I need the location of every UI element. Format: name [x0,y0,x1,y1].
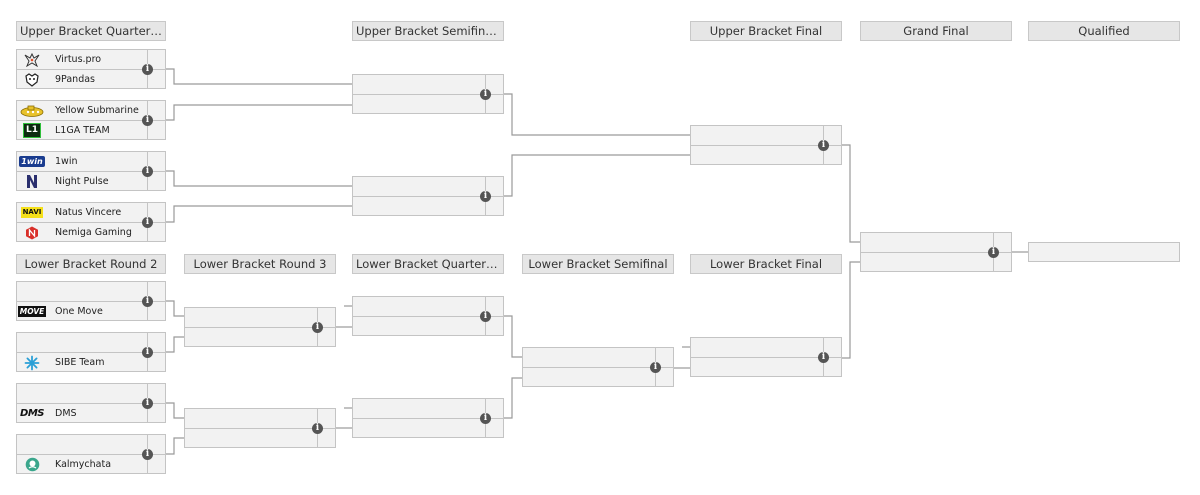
match-info-icon[interactable]: i [818,352,829,363]
match-lbr2-3[interactable]: DMS DMS i [16,383,166,423]
kalmychata-logo-icon [19,455,45,474]
virtus-pro-logo-icon [19,50,45,69]
team-slot[interactable]: L1 L1GA TEAM [17,121,150,140]
team-slot[interactable]: Kalmychata [17,455,150,474]
match-lbr2-4[interactable]: Kalmychata i [16,434,166,474]
team-slot[interactable]: 1win 1win [17,152,150,171]
header-upper-bracket-quarterfinals: Upper Bracket Quarterfin... [16,21,166,41]
team-slot[interactable]: Virtus.pro [17,50,150,69]
team-slot[interactable]: Night Pulse [17,172,150,191]
team-name: Kalmychata [55,459,112,470]
team-slot[interactable]: SIBE Team [17,353,150,372]
header-lower-bracket-semifinal: Lower Bracket Semifinal [522,254,674,274]
match-lbf[interactable]: i [690,337,842,377]
match-info-icon[interactable]: i [142,398,153,409]
team-slot[interactable]: Yellow Submarine [17,101,150,120]
team-name: Virtus.pro [55,54,102,65]
match-ubf[interactable]: i [690,125,842,165]
header-upper-bracket-semifinals: Upper Bracket Semifinals [352,21,504,41]
team-name: 9Pandas [55,74,95,85]
match-info-icon[interactable]: i [988,247,999,258]
match-ubqf-4[interactable]: NAVI Natus Vincere Nemiga Gaming i [16,202,166,242]
match-info-icon[interactable]: i [480,191,491,202]
team-slot[interactable]: MOVE One Move [17,302,150,321]
match-ubqf-2[interactable]: Yellow Submarine L1 L1GA TEAM i [16,100,166,140]
1win-logo-icon: 1win [19,156,45,167]
match-ubsf-2[interactable]: i [352,176,504,216]
match-lbr2-2[interactable]: SIBE Team i [16,332,166,372]
match-info-icon[interactable]: i [480,89,491,100]
header-qualified: Qualified [1028,21,1180,41]
team-slot[interactable]: NAVI Natus Vincere [17,203,150,222]
match-info-icon[interactable]: i [818,140,829,151]
match-lbqf-1[interactable]: i [352,296,504,336]
match-info-icon[interactable]: i [142,64,153,75]
match-lbr3-2[interactable]: i [184,408,336,448]
header-upper-bracket-final: Upper Bracket Final [690,21,842,41]
match-lbr3-1[interactable]: i [184,307,336,347]
natus-vincere-logo-icon: NAVI [20,207,44,218]
team-name: Nemiga Gaming [55,227,132,238]
qualified-slot [1028,242,1180,262]
team-name: Yellow Submarine [55,105,139,116]
match-lbr2-1[interactable]: MOVE One Move i [16,281,166,321]
header-lower-bracket-quarterfinals: Lower Bracket Quarterfin... [352,254,504,274]
9pandas-logo-icon [19,70,45,89]
header-lower-bracket-final: Lower Bracket Final [690,254,842,274]
match-info-icon[interactable]: i [650,362,661,373]
match-info-icon[interactable]: i [142,217,153,228]
header-grand-final: Grand Final [860,21,1012,41]
header-lower-bracket-round-3: Lower Bracket Round 3 [184,254,336,274]
team-name: DMS [55,408,77,419]
match-ubqf-3[interactable]: 1win 1win Night Pulse i [16,151,166,191]
match-info-icon[interactable]: i [480,413,491,424]
nemiga-gaming-logo-icon [19,223,45,242]
match-lbqf-2[interactable]: i [352,398,504,438]
match-grand-final[interactable]: i [860,232,1012,272]
team-name: Natus Vincere [55,207,122,218]
team-name: Night Pulse [55,176,109,187]
one-move-logo-icon: MOVE [17,306,47,317]
team-slot[interactable]: 9Pandas [17,70,150,89]
match-lbsf[interactable]: i [522,347,674,387]
l1ga-team-logo-icon: L1 [19,121,45,140]
yellow-submarine-logo-icon [19,101,45,120]
match-info-icon[interactable]: i [312,322,323,333]
match-info-icon[interactable]: i [142,296,153,307]
team-name: One Move [55,306,103,317]
match-info-icon[interactable]: i [312,423,323,434]
dms-logo-icon: DMS [20,407,44,419]
team-name: 1win [55,156,78,167]
team-slot[interactable]: DMS DMS [17,404,150,423]
team-name: L1GA TEAM [55,125,110,136]
match-info-icon[interactable]: i [142,166,153,177]
night-pulse-logo-icon [19,172,45,191]
match-ubsf-1[interactable]: i [352,74,504,114]
match-info-icon[interactable]: i [142,347,153,358]
match-info-icon[interactable]: i [142,115,153,126]
match-ubqf-1[interactable]: Virtus.pro 9Pandas i [16,49,166,89]
sibe-team-logo-icon [19,353,45,372]
match-info-icon[interactable]: i [480,311,491,322]
team-name: SIBE Team [55,357,105,368]
match-info-icon[interactable]: i [142,449,153,460]
header-lower-bracket-round-2: Lower Bracket Round 2 [16,254,166,274]
team-slot[interactable]: Nemiga Gaming [17,223,150,242]
